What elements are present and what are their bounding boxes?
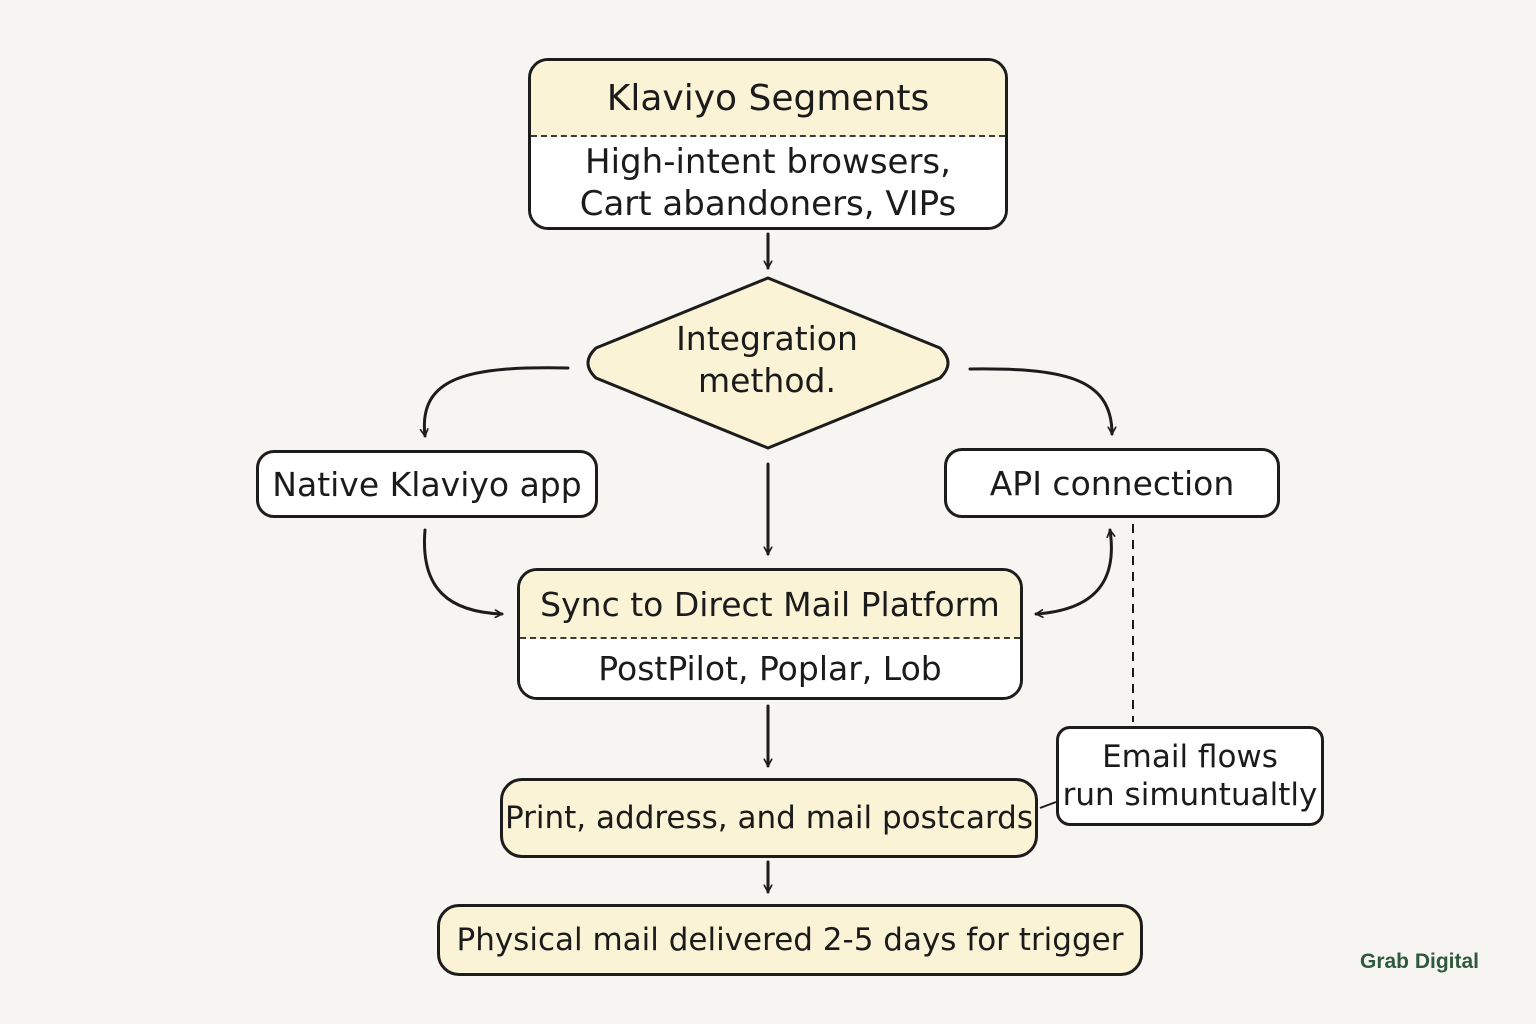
node-body-line: Cart abandoners, VIPs [579,184,957,224]
node-label: Native Klaviyo app [272,464,582,504]
node-label: Physical mail delivered 2-5 days for tri… [456,922,1124,958]
node-body: High-intent browsers, Cart abandoners, V… [531,137,1005,227]
arrow-api-sync-bidirectional [1034,528,1111,614]
decision-line: method. [698,361,836,400]
node-sync-direct-mail: Sync to Direct Mail Platform PostPilot, … [517,568,1023,700]
note-connector [1039,801,1057,809]
note-line: Email flows [1102,739,1278,775]
decision-label: Integration method. [600,300,934,420]
node-print-mail: Print, address, and mail postcards [500,778,1038,858]
node-title: Klaviyo Segments [531,61,1005,137]
node-api-connection: API connection [944,448,1280,518]
note-email-flows: Email flows run simuntualtly [1056,726,1324,826]
node-klaviyo-segments: Klaviyo Segments High-intent browsers, C… [528,58,1008,230]
node-physical-mail-delivered: Physical mail delivered 2-5 days for tri… [437,904,1143,976]
brand-logo-text: Grab Digital [1360,950,1480,973]
node-body-line: High-intent browsers, [585,142,951,182]
node-title: Sync to Direct Mail Platform [520,571,1020,639]
node-label: Print, address, and mail postcards [505,800,1033,836]
arrow-decision-to-native [424,366,570,438]
note-line: run simuntualtly [1062,777,1318,813]
node-body: PostPilot, Poplar, Lob [520,639,1020,697]
decision-line: Integration [676,319,858,358]
node-label: API connection [989,463,1235,503]
arrow-decision-to-api [968,367,1112,436]
node-native-klaviyo-app: Native Klaviyo app [256,450,598,518]
decision-diamond [586,276,950,450]
arrow-native-to-sync [422,528,504,614]
